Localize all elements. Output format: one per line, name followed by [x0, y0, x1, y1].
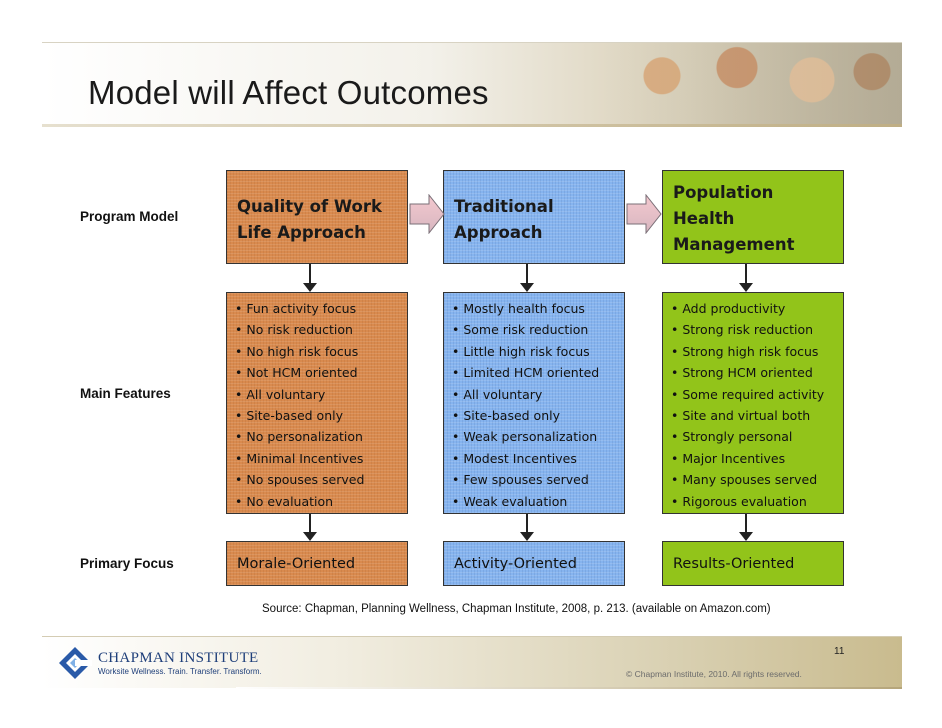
feature-item: • Modest Incentives — [452, 450, 577, 466]
focus-label: Morale-Oriented — [237, 556, 356, 572]
features-box-traditional: • Mostly health focus • Some risk reduct… — [443, 292, 625, 514]
down-arrow-icon — [739, 264, 753, 292]
feature-item: • Major Incentives — [671, 450, 786, 466]
feature-item: • Many spouses served — [671, 472, 818, 488]
feature-item: • Fun activity focus — [235, 301, 357, 316]
row-label-main-features: Main Features — [80, 386, 171, 401]
header-rule — [42, 124, 902, 127]
source-citation: Source: Chapman, Planning Wellness, Chap… — [262, 603, 771, 615]
feature-item: • Strong HCM oriented — [671, 365, 813, 381]
chapman-logo-icon — [59, 647, 92, 679]
logo-name: CHAPMAN INSTITUTE — [98, 650, 259, 666]
page-number: 11 — [834, 646, 845, 657]
feature-item: • No personalization — [235, 429, 363, 445]
model-box-quality-of-work-life: Quality of Work Life Approach — [226, 170, 408, 264]
right-arrow-icon — [626, 194, 662, 234]
feature-item: • No risk reduction — [235, 322, 353, 338]
footer-band — [42, 636, 902, 688]
feature-item: • All voluntary — [235, 386, 326, 402]
features-list: • Fun activity focus • No risk reduction… — [235, 298, 364, 512]
feature-item: • Site-based only — [452, 408, 561, 424]
feature-item: • Strong risk reduction — [671, 322, 814, 338]
feature-item: • Mostly health focus — [452, 301, 585, 316]
model-title-line: Approach — [454, 223, 543, 242]
model-title-line: Life Approach — [237, 223, 366, 242]
features-box-quality-of-work-life: • Fun activity focus • No risk reduction… — [226, 292, 408, 514]
feature-item: • No high risk focus — [235, 343, 359, 359]
feature-item: • Strongly personal — [671, 429, 793, 445]
row-label-primary-focus: Primary Focus — [80, 556, 174, 571]
focus-label: Results-Oriented — [673, 556, 795, 572]
focus-label: Activity-Oriented — [454, 556, 577, 572]
down-arrow-icon — [520, 514, 534, 541]
logo-tagline: Worksite Wellness. Train. Transfer. Tran… — [98, 667, 262, 676]
feature-item: • No evaluation — [235, 493, 334, 509]
down-arrow-icon — [303, 514, 317, 541]
model-title-line: Health — [673, 209, 735, 228]
model-title-line: Traditional — [454, 197, 554, 216]
features-list: • Add productivity • Strong risk reducti… — [671, 298, 824, 512]
feature-item: • Strong high risk focus — [671, 343, 819, 359]
copyright-notice: © Chapman Institute, 2010. All rights re… — [626, 669, 802, 679]
down-arrow-icon — [303, 264, 317, 292]
feature-item: • Some required activity — [671, 386, 825, 402]
model-title-line: Quality of Work — [237, 197, 382, 216]
model-box-traditional: Traditional Approach — [443, 170, 625, 264]
header-photo — [602, 43, 902, 125]
feature-item: • Minimal Incentives — [235, 450, 364, 466]
model-title-line: Population — [673, 183, 774, 202]
focus-box-morale-oriented: Morale-Oriented — [226, 541, 408, 586]
down-arrow-icon — [739, 514, 753, 541]
row-label-program-model: Program Model — [80, 209, 179, 224]
feature-item: • Not HCM oriented — [235, 365, 358, 381]
features-box-population-health-management: • Add productivity • Strong risk reducti… — [662, 292, 844, 514]
right-arrow-icon — [409, 194, 445, 234]
feature-item: • Site-based only — [235, 408, 344, 424]
feature-item: • Little high risk focus — [452, 343, 590, 359]
feature-item: • Limited HCM oriented — [452, 365, 600, 381]
feature-item: • All voluntary — [452, 386, 543, 402]
model-title-line: Management — [673, 235, 795, 254]
focus-box-results-oriented: Results-Oriented — [662, 541, 844, 586]
focus-box-activity-oriented: Activity-Oriented — [443, 541, 625, 586]
footer-rule — [236, 687, 902, 689]
feature-item: • Add productivity — [671, 301, 786, 316]
feature-item: • Site and virtual both — [671, 408, 811, 424]
features-list: • Mostly health focus • Some risk reduct… — [452, 298, 599, 512]
header-band — [42, 42, 902, 125]
feature-item: • Weak evaluation — [452, 493, 568, 509]
feature-item: • No spouses served — [235, 472, 365, 488]
slide-title: Model will Affect Outcomes — [88, 74, 489, 111]
down-arrow-icon — [520, 264, 534, 292]
feature-item: • Weak personalization — [452, 429, 598, 445]
feature-item: • Few spouses served — [452, 472, 589, 488]
feature-item: • Some risk reduction — [452, 322, 589, 338]
feature-item: • Rigorous evaluation — [671, 493, 807, 509]
model-box-population-health-management: Population Health Management — [662, 170, 844, 264]
